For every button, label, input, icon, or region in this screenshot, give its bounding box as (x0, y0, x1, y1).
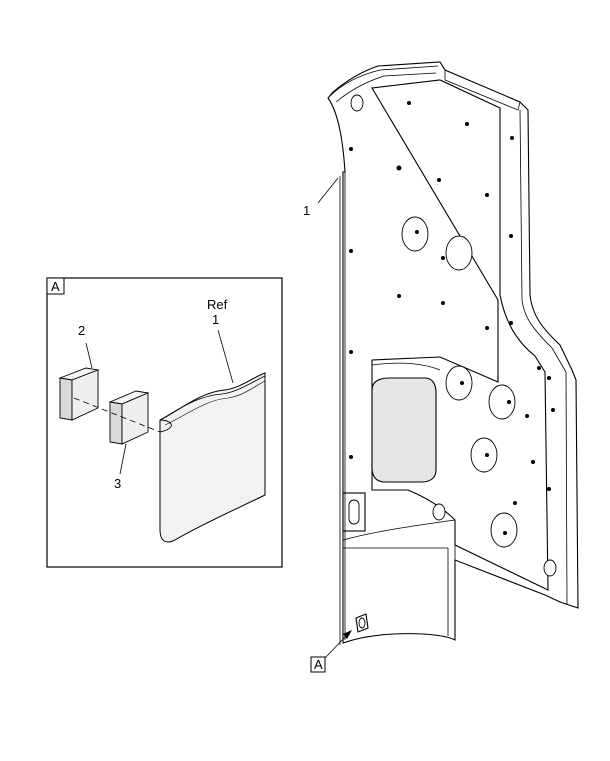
item-3-callout: 3 (114, 476, 121, 491)
part-1-callout: 1 (303, 203, 310, 218)
part-1-leader (317, 177, 339, 204)
detail-a-flag-top: A (51, 279, 60, 294)
svg-text:A: A (314, 657, 323, 672)
detail-a-flag-bottom: A (310, 630, 352, 673)
detail-a-view: A 2 3 Ref 1 (46, 277, 283, 568)
item-2-callout: 2 (78, 323, 85, 338)
ref-part-1-callout: 1 (212, 312, 219, 327)
main-panel (327, 61, 579, 645)
ref-part-1-block (159, 372, 266, 543)
item-3-pad (108, 390, 150, 445)
item-2-pad (58, 367, 100, 421)
ref-label: Ref (207, 297, 228, 312)
